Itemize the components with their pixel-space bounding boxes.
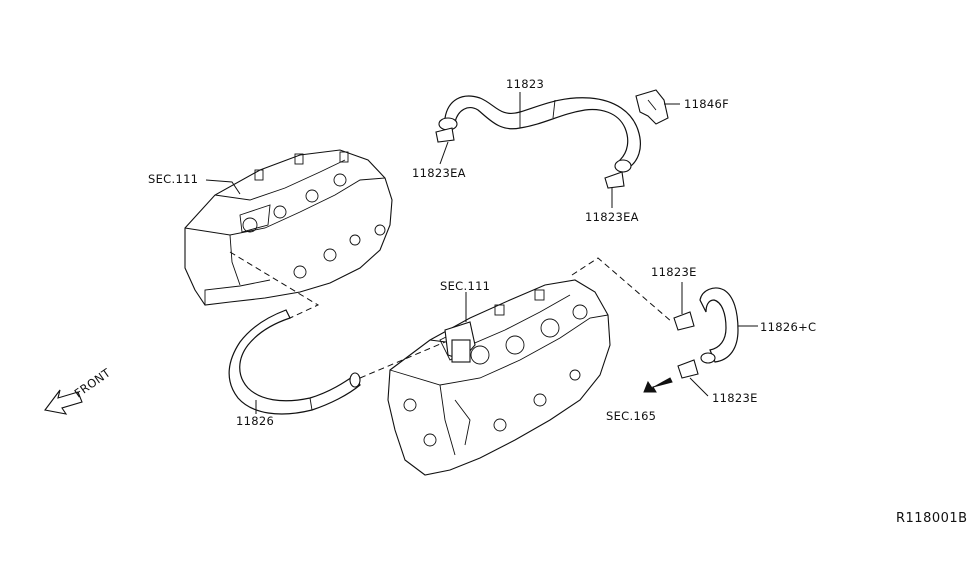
hose-11826	[228, 309, 361, 415]
label-11823e-lower: 11823E	[712, 391, 758, 405]
diagram-code: R118001B	[896, 511, 968, 526]
dash-lower-head-to-hose	[571, 257, 673, 323]
label-sec165: SEC.165	[606, 409, 656, 423]
dash-hose-to-valve	[359, 341, 446, 379]
label-11823ea-left: 11823EA	[412, 166, 466, 180]
front-arrow-icon	[44, 389, 83, 415]
label-sec111-upper: SEC.111	[148, 172, 198, 186]
clip-11823ea-left	[435, 117, 458, 143]
clip-11823e-upper	[673, 311, 695, 331]
hose-11826c	[699, 287, 739, 364]
label-front: FRONT	[72, 365, 114, 400]
upper-cylinder-head	[184, 149, 393, 306]
label-11846f: 11846F	[684, 97, 729, 111]
clip-11823ea-right	[604, 159, 632, 189]
lower-cylinder-head	[387, 279, 611, 476]
sec165-arrow	[643, 377, 673, 393]
clip-11823e-lower	[677, 359, 699, 379]
hose-11823	[444, 95, 641, 169]
label-11823e-upper: 11823E	[651, 265, 697, 279]
label-11826: 11826	[236, 414, 274, 428]
dash-upper-head-to-hose	[229, 251, 320, 319]
clip-11846f	[635, 89, 669, 125]
label-11823ea-right: 11823EA	[585, 210, 639, 224]
label-11826c: 11826+C	[760, 320, 816, 334]
label-11823: 11823	[506, 77, 544, 91]
label-sec111-lower: SEC.111	[440, 279, 490, 293]
